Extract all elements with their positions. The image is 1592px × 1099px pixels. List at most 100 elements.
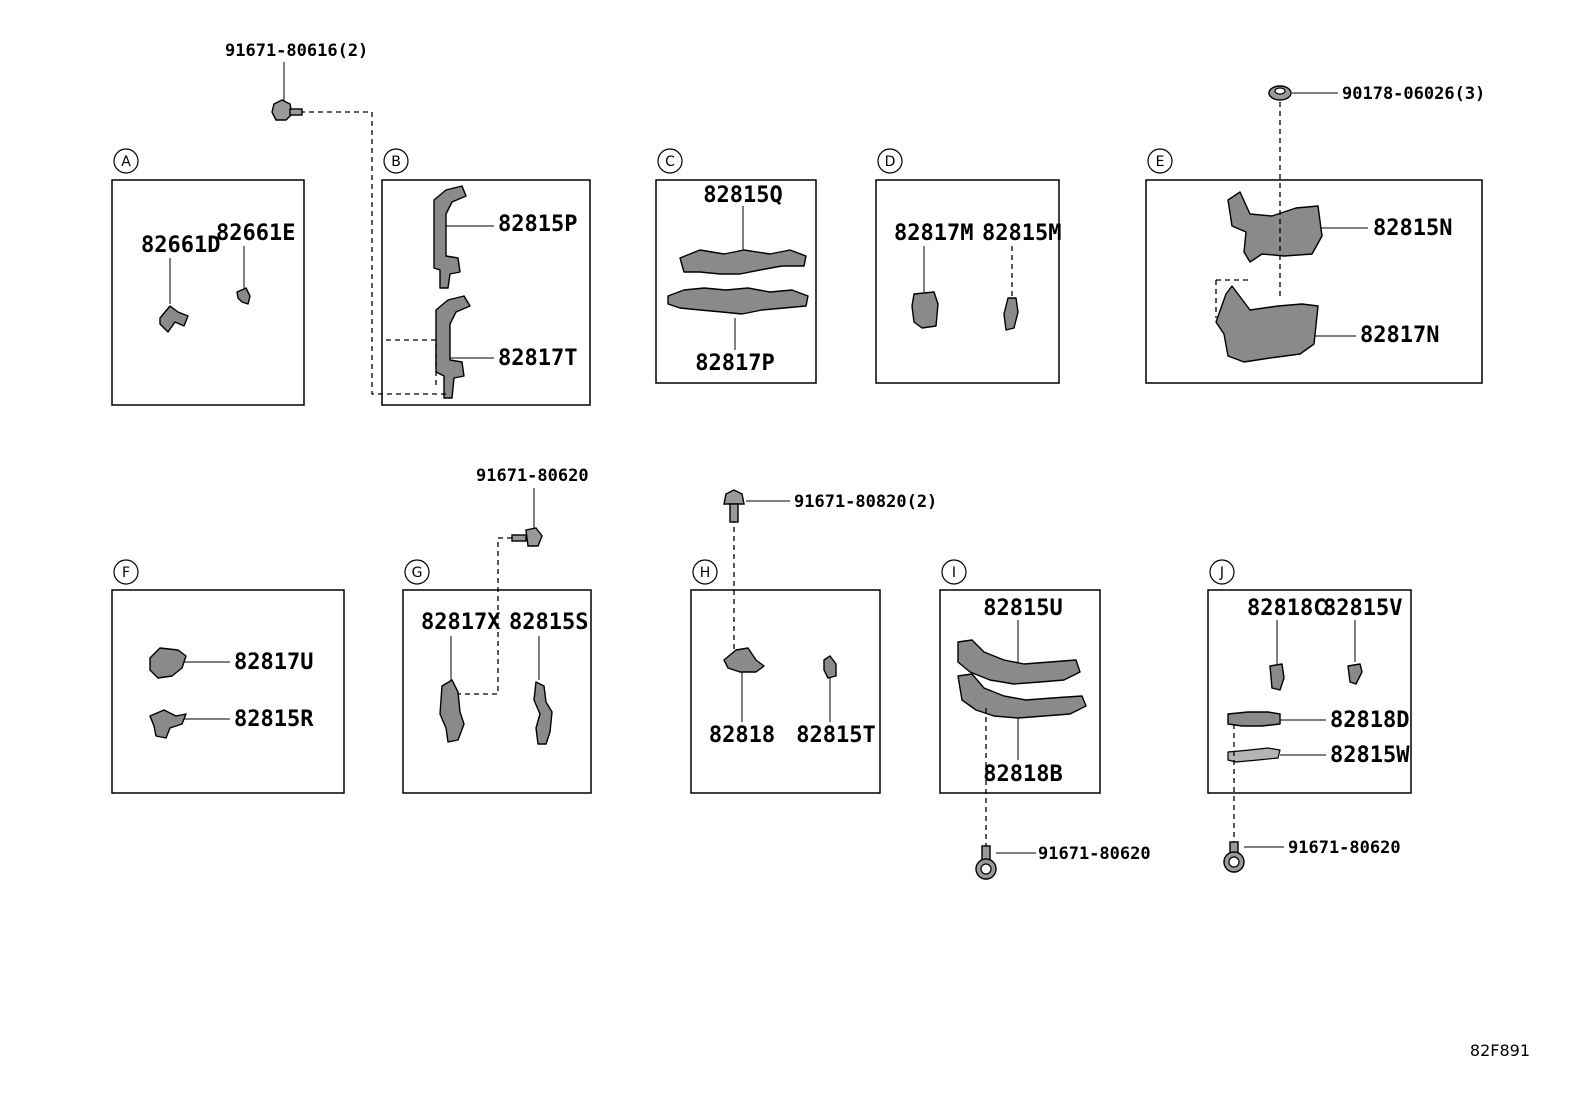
section-c-marker [657, 148, 683, 174]
part-label-82815n: 82815N [1373, 216, 1452, 241]
fastener-e-label: 90178-06026(3) [1342, 84, 1485, 104]
part-82817t-shape [435, 295, 471, 399]
part-82818c-shape [1269, 663, 1285, 691]
section-d-marker [877, 148, 903, 174]
fastener-i: 91671-80620 [975, 844, 1151, 880]
part-82817p-shape [667, 287, 809, 315]
section-j: J 82818C 82815V 82818D 82815W [1207, 559, 1412, 846]
part-label-82818d: 82818D [1330, 708, 1409, 733]
section-d-letter: D [885, 154, 896, 170]
section-f: F 82817U 82815R [111, 559, 345, 794]
section-g-marker [404, 559, 430, 585]
section-c-letter: C [665, 154, 675, 170]
part-label-82661e: 82661E [216, 221, 295, 246]
section-j-frame [1207, 589, 1412, 794]
fastener-g-label: 91671-80620 [476, 466, 589, 486]
part-82818b-shape [957, 673, 1087, 719]
part-82817x-shape [439, 679, 465, 743]
section-c: C 82815Q 82817P [655, 148, 817, 384]
fastener-j-label: 91671-80620 [1288, 838, 1401, 858]
part-label-82817x: 82817X [421, 610, 500, 635]
section-d: D 82817M 82815M [875, 148, 1061, 384]
part-label-82815u: 82815U [983, 596, 1062, 621]
fastener-e-nut-hole [1274, 87, 1286, 95]
part-label-82815r: 82815R [234, 707, 314, 732]
section-i-frame [939, 589, 1101, 794]
section-h: H 82818 82815T [690, 518, 881, 794]
section-d-frame [875, 179, 1060, 384]
part-label-82661d: 82661D [141, 233, 220, 258]
fastener-b-connector [300, 111, 446, 395]
section-b-inner-connector [386, 339, 437, 388]
part-label-82817p: 82817P [695, 351, 774, 376]
fastener-h-bolt-shank [729, 503, 739, 523]
part-82815n-shape [1227, 191, 1323, 263]
part-label-82815q: 82815Q [703, 183, 782, 208]
section-b-letter: B [391, 154, 401, 170]
part-label-82817u: 82817U [234, 650, 313, 675]
part-label-82815w: 82815W [1330, 743, 1410, 768]
part-label-82817n: 82817N [1360, 323, 1439, 348]
part-label-82815s: 82815S [509, 610, 588, 635]
section-g: G 82817X 82815S [402, 537, 592, 794]
section-i-letter: I [952, 565, 956, 581]
section-e-marker [1147, 148, 1173, 174]
part-82817m-shape [911, 291, 939, 329]
fastener-h: 91671-80820(2) [723, 489, 937, 523]
fastener-j-bolt-head [1228, 856, 1240, 868]
section-j-marker [1209, 559, 1235, 585]
section-a-letter: A [121, 154, 131, 170]
section-f-letter: F [122, 565, 130, 581]
part-82815q-shape [679, 249, 807, 275]
section-c-frame [655, 179, 817, 384]
fastener-g-bolt-shank [511, 534, 527, 542]
section-b: B 82815P 82817T [300, 111, 591, 406]
part-82661d-shape [159, 305, 189, 333]
part-82818-shape [723, 647, 765, 673]
section-h-letter: H [700, 565, 711, 581]
fastener-i-bolt-head [980, 863, 992, 875]
section-a-frame [111, 179, 305, 406]
section-a-marker [113, 148, 139, 174]
section-f-frame [111, 589, 345, 794]
part-label-82815m: 82815M [982, 221, 1061, 246]
section-f-marker [113, 559, 139, 585]
section-i: I 82815U 82818B [939, 559, 1101, 850]
fastener-i-bolt-shank [981, 845, 991, 861]
section-e-inner-connector [1215, 279, 1252, 318]
section-e: E 82815N 82817N [1145, 102, 1483, 384]
section-h-marker [692, 559, 718, 585]
diagram-ref-code: 82F891 [1470, 1041, 1530, 1060]
fastener-i-label: 91671-80620 [1038, 844, 1151, 864]
fastener-e: 90178-06026(3) [1268, 84, 1485, 104]
section-e-frame [1145, 179, 1483, 384]
section-g-letter: G [412, 565, 423, 581]
part-label-82815v: 82815V [1323, 596, 1402, 621]
part-82661e-shape [236, 287, 251, 305]
section-a: A 82661D 82661E [111, 148, 305, 406]
part-82818d-shape [1227, 711, 1281, 727]
part-82815u-shape [957, 639, 1081, 685]
section-j-letter: J [1219, 565, 1224, 581]
fastener-b-bolt-icon [271, 99, 293, 121]
part-label-82817m: 82817M [894, 221, 973, 246]
part-82815t-shape [823, 655, 837, 679]
part-label-82815t: 82815T [796, 723, 875, 748]
part-82815w-shape [1227, 747, 1281, 763]
part-82817n-shape [1215, 285, 1319, 363]
fastener-h-bolt-icon [723, 489, 745, 505]
part-label-82818: 82818 [709, 723, 775, 748]
part-82817u-shape [149, 647, 187, 679]
part-label-82815p: 82815P [498, 212, 577, 237]
part-label-82818c: 82818C [1247, 596, 1326, 621]
section-h-frame [690, 589, 881, 794]
part-82815m-shape [1003, 297, 1019, 331]
fastener-g-connector [458, 537, 512, 695]
fastener-b-label: 91671-80616(2) [225, 41, 368, 61]
part-82815s-shape [533, 681, 553, 745]
section-g-frame [402, 589, 592, 794]
fastener-j: 91671-80620 [1223, 838, 1401, 873]
part-label-82818b: 82818B [983, 762, 1062, 787]
part-82815v-shape [1347, 663, 1363, 685]
